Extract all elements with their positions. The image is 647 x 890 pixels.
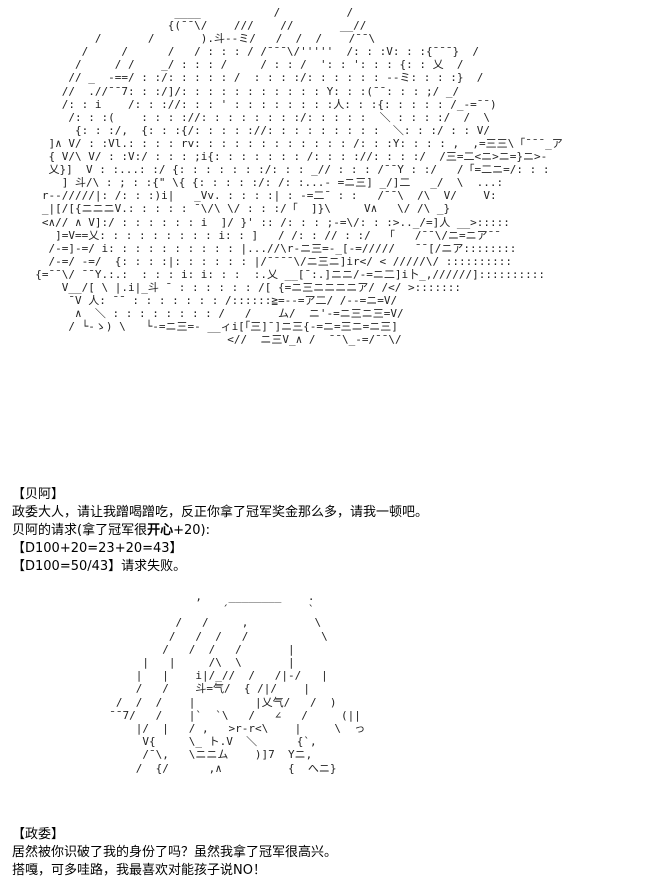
ascii-art-character-bottom: , ________ . ´ ` / / , \ / / / / \ / [109, 590, 366, 775]
request-text: 贝阿的请求(拿了冠军很 [12, 523, 148, 538]
dialog-line: 政委大人，请让我蹭喝蹭吃，反正你拿了冠军奖金那么多，请我一顿吧。 [12, 505, 429, 520]
request-modifier: +20): [173, 523, 210, 538]
dialog-line: 居然被你识破了我的身份了吗？虽然我拿了冠军很高兴。 [12, 845, 338, 860]
request-bold-text: 开心 [147, 523, 174, 538]
speaker-label: 【贝阿】 [12, 487, 65, 502]
dialog-block-bea: 【贝阿】政委大人，请让我蹭喝蹭吃，反正你拿了冠军奖金那么多，请我一顿吧。贝阿的请… [12, 486, 428, 576]
dice-roll-line: 【D100+20=23+20=43】 [12, 541, 183, 556]
dice-result-line: 【D100=50/43】请求失败。 [12, 559, 187, 574]
speaker-label: 【政委】 [12, 827, 65, 842]
request-line: 贝阿的请求(拿了冠军很开心+20): [12, 522, 428, 540]
dialog-block-commissar: 【政委】居然被你识破了我的身份了吗？虽然我拿了冠军很高兴。搭嘎，可多哇路，我最喜… [12, 826, 337, 880]
dialog-line: 搭嘎，可多哇路，我最喜欢对能孩子说NO！ [12, 863, 266, 878]
ascii-art-character-top: ____ / / {(¯¯\/ /// // __// / / ).斗--ミ/ … [35, 6, 563, 347]
